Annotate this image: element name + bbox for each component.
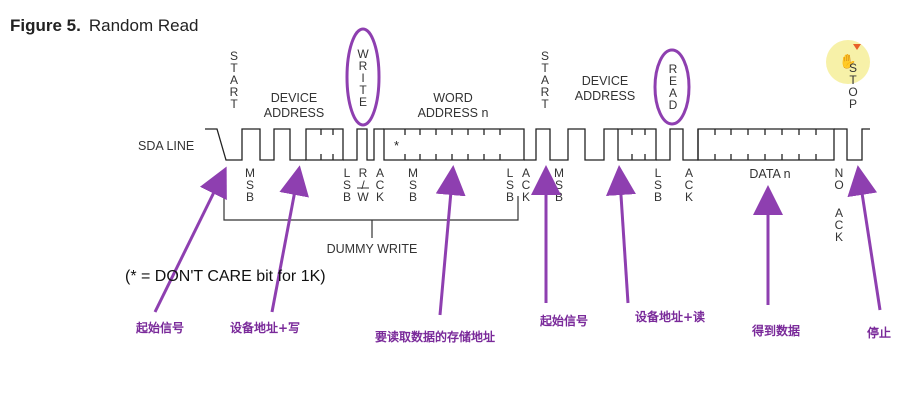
arrow-word-address [435,165,466,316]
waveform-rw-ack-2 [656,128,699,161]
arrow-device-read [606,165,636,304]
write-circle [345,27,381,127]
device-address-1-line1: DEVICE [271,91,318,105]
read-circle [653,48,691,126]
waveform-device-address-2 [617,128,657,161]
sda-line-label: SDA LINE [138,139,194,153]
dummy-write-bracket [223,196,519,238]
waveform-start-1 [205,128,306,161]
waveform-device-address-1 [305,128,344,161]
annotation-word-address: 要读取数据的存储地址 [375,329,495,344]
dont-care-mark: * [394,138,399,153]
device-address-2-line1: DEVICE [582,74,629,88]
figure-number: Figure 5. [10,16,81,35]
annotation-start-2: 起始信号 [539,313,588,328]
device-address-2-line2: ADDRESS [575,89,635,103]
annotation-data: 得到数据 [751,323,800,338]
waveform-rw-ack-1 [343,128,384,161]
cursor-highlight [826,40,870,84]
data-n-label: DATA n [749,167,790,181]
footnote: (* = DON'T CARE bit for 1K) [125,268,326,285]
figure-title: Figure 5. Random Read [10,16,198,36]
dummy-write-label: DUMMY WRITE [327,242,418,256]
annotation-stop: 停止 [867,325,891,340]
annotation-device-write: 设备地址+写 [230,320,300,335]
waveform-data [697,128,835,161]
rw-label: R/W [357,166,369,204]
figure-name: Random Read [88,16,199,35]
hand-cursor-icon: ✋ [839,53,856,69]
arrow-stop [847,165,882,311]
cursor-arrow-icon [853,44,861,50]
word-address-line2: ADDRESS n [418,106,489,120]
annotation-start-1: 起始信号 [135,320,184,335]
arrow-start-1 [153,166,227,313]
device-address-1-line2: ADDRESS [264,106,324,120]
arrow-device-write [270,165,309,313]
annotation-device-read: 设备地址+读 [635,309,705,324]
waveform-stop [834,128,870,161]
word-address-line1: WORD [433,91,473,105]
sda-waveform [205,128,870,161]
waveform-start-2 [524,128,618,161]
annotation-arrows [153,165,882,316]
